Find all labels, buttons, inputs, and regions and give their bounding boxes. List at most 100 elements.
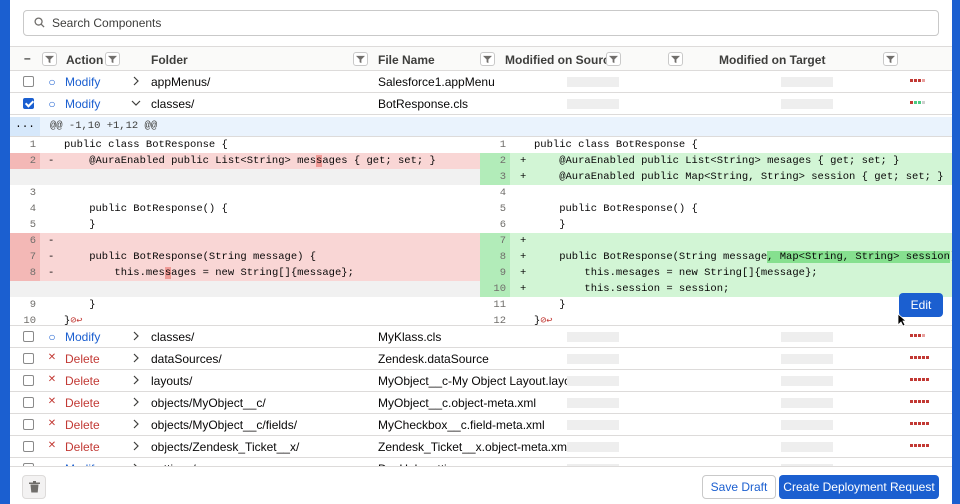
modified-source-placeholder (567, 376, 619, 386)
diff-marker: + (520, 283, 527, 295)
column-header-file-name[interactable]: File Name (378, 53, 435, 67)
filter-button-modified-source[interactable] (606, 52, 621, 66)
row-checkbox[interactable] (23, 463, 34, 466)
chevron-right-icon[interactable] (131, 439, 141, 453)
row-checkbox[interactable] (23, 353, 34, 364)
table-header: – Action Folder File Name Modified on So… (10, 46, 952, 71)
search-box[interactable] (23, 10, 939, 36)
diff-marker: - (48, 267, 55, 279)
modified-source-placeholder (567, 398, 619, 408)
table-row[interactable]: ○Modifysettings/DevHub.settings (10, 458, 952, 466)
column-header-modified-source[interactable]: Modified on Source (505, 53, 617, 67)
code-text: }⊘↩ (534, 315, 553, 327)
diff-line: 5 } (10, 217, 480, 233)
hunk-range: @@ -1,10 +1,12 @@ (50, 120, 158, 132)
row-checkbox[interactable] (23, 419, 34, 430)
line-number: 8 (480, 249, 510, 265)
save-draft-button[interactable]: Save Draft (702, 475, 776, 499)
diff-line: 8 + public BotResponse(String message, Ma… (480, 249, 952, 265)
diff-marker: + (520, 251, 527, 263)
diff-line: 5 public BotResponse() { (480, 201, 952, 217)
search-input[interactable] (52, 11, 922, 35)
modified-source-placeholder (567, 77, 619, 87)
diff-marker: - (48, 251, 55, 263)
filter-icon (356, 55, 365, 64)
modified-target-placeholder (781, 99, 833, 109)
folder-cell: classes/ (151, 97, 195, 111)
filter-button-modified-target-left[interactable] (668, 52, 683, 66)
filter-button-file-name[interactable] (480, 52, 495, 66)
filter-button-action-icon[interactable] (42, 52, 57, 66)
action-label: Delete (65, 352, 100, 366)
line-number: 5 (499, 203, 506, 215)
row-checkbox[interactable] (23, 441, 34, 452)
row-checkbox[interactable] (23, 76, 34, 87)
status-indicator (910, 444, 930, 447)
file-name-cell: MyObject__c-My Object Layout.layout (378, 374, 581, 388)
row-checkbox[interactable] (23, 375, 34, 386)
diff-line: 4 public BotResponse() { (10, 201, 480, 217)
action-label: Modify (65, 97, 101, 111)
column-header-modified-target[interactable]: Modified on Target (719, 53, 826, 67)
changed-text-highlight: s (316, 155, 323, 167)
code-text: } (64, 299, 96, 311)
filter-button-action[interactable] (105, 52, 120, 66)
chevron-down-icon[interactable] (131, 96, 141, 110)
diff-line: 7+ (480, 233, 952, 249)
filter-button-folder[interactable] (353, 52, 368, 66)
code-text: this.messages = new String[]{message}; (64, 267, 354, 279)
create-deployment-request-button[interactable]: Create Deployment Request (779, 475, 939, 499)
file-name-cell: Salesforce1.appMenu (378, 75, 495, 89)
code-text: @AuraEnabled public Map<String, String> … (534, 171, 944, 183)
chevron-right-icon[interactable] (131, 351, 141, 365)
action-label: Delete (65, 374, 100, 388)
diff-line: 9 } (10, 297, 480, 313)
diff-marker: + (520, 235, 527, 247)
folder-cell: appMenus/ (151, 75, 211, 89)
modified-target-placeholder (781, 442, 833, 452)
folder-cell: objects/Zendesk_Ticket__x/ (151, 440, 300, 454)
line-number: 1 (499, 139, 506, 151)
modify-circle-icon: ○ (48, 97, 56, 111)
chevron-right-icon[interactable] (131, 373, 141, 387)
line-number: 9 (29, 299, 36, 311)
row-checkbox[interactable] (23, 397, 34, 408)
edit-button[interactable]: Edit (899, 293, 943, 317)
folder-cell: settings/ (151, 462, 196, 466)
select-all-toggle[interactable]: – (24, 51, 31, 65)
row-checkbox[interactable] (23, 331, 34, 342)
chevron-right-icon[interactable] (131, 329, 141, 343)
delete-x-icon: ✕ (47, 440, 57, 451)
code-text: public BotResponse() { (64, 203, 228, 215)
row-checkbox[interactable] (23, 98, 34, 109)
line-number: 12 (493, 315, 506, 327)
file-name-cell: Zendesk_Ticket__x.object-meta.xml (378, 440, 570, 454)
modified-target-placeholder (781, 77, 833, 87)
folder-cell: classes/ (151, 330, 195, 344)
code-text: public BotResponse(String message, Map<S… (534, 251, 952, 263)
chevron-right-icon[interactable] (131, 417, 141, 431)
file-name-cell: MyCheckbox__c.field-meta.xml (378, 418, 545, 432)
filter-button-modified-target[interactable] (883, 52, 898, 66)
chevron-right-icon[interactable] (131, 395, 141, 409)
search-icon (34, 17, 45, 28)
column-header-action[interactable]: Action (66, 53, 104, 67)
expand-context-button[interactable]: ... (10, 117, 40, 136)
folder-cell: objects/MyObject__c/fields/ (151, 418, 298, 432)
column-header-folder[interactable]: Folder (151, 53, 188, 67)
chevron-right-icon[interactable] (131, 74, 141, 88)
status-indicator (910, 79, 926, 82)
line-number: 7 (10, 249, 40, 265)
modified-target-placeholder (781, 464, 833, 466)
chevron-right-icon[interactable] (131, 461, 141, 466)
delete-button[interactable] (22, 475, 46, 499)
